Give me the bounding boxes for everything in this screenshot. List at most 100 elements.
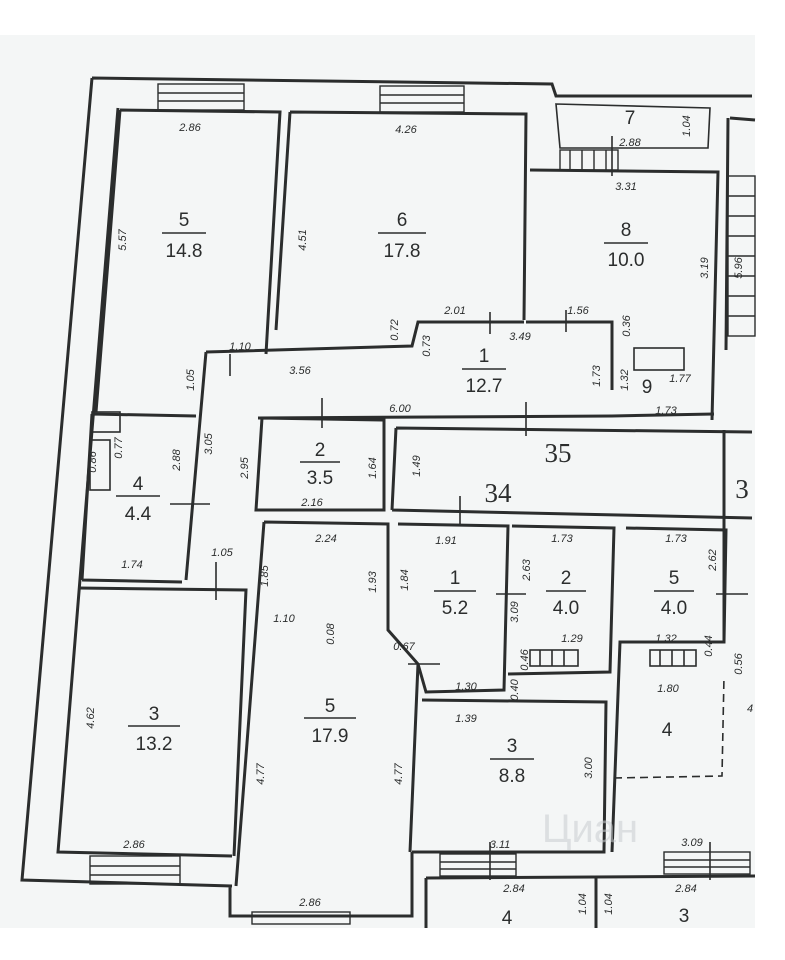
room-number: 3 [679, 906, 690, 927]
dimension-label: 1.05 [185, 368, 197, 390]
room-area: 4.4 [125, 504, 152, 525]
dimension-labels: 2.86 4.26 2.88 1.04 3.31 5.57 4.51 3.19 … [85, 115, 753, 914]
fixture-radiator-right [649, 649, 697, 667]
dimension-label: 4.77 [393, 762, 405, 784]
room-number: 4 [133, 474, 144, 495]
wall-room-2-small [254, 416, 386, 512]
dimension-label: 6.00 [389, 403, 411, 415]
dimension-label: 2.01 [443, 305, 465, 317]
watermark: Циан [542, 807, 638, 851]
dimension-label: 0.08 [325, 622, 337, 644]
dimension-label: 2.86 [178, 122, 201, 134]
fixture-shaft-2 [89, 439, 111, 491]
fixture-radiator-left [529, 649, 579, 667]
window-room-3-right [439, 853, 517, 877]
dimension-label: 1.85 [259, 564, 271, 586]
room-number: 4 [662, 720, 673, 741]
balcony-7-outline [555, 103, 711, 149]
dimension-label: 0.72 [389, 319, 401, 340]
wall-corridor-lower [257, 412, 715, 420]
room-area: 4.0 [661, 598, 687, 619]
window-room-5-lower [251, 911, 351, 925]
room-number: 2 [561, 568, 572, 589]
dimension-label: 1.56 [567, 305, 589, 317]
dimension-label: 3.00 [583, 756, 595, 778]
fixture-shaft-1 [91, 411, 121, 433]
window-room-4-right [663, 851, 751, 875]
room-number: 3 [149, 704, 160, 725]
room-number: 3 [507, 736, 518, 757]
dimension-label: 2.86 [298, 897, 321, 909]
dimension-label: 0.67 [393, 641, 415, 653]
dimension-label: 1.73 [591, 364, 603, 386]
dimension-label: 2.88 [618, 137, 641, 149]
dimension-label: 2.16 [300, 497, 323, 509]
apartment-labels: 35 34 3 [485, 438, 749, 508]
dimension-label: 2.88 [171, 448, 183, 471]
window-room-8 [559, 149, 619, 171]
wall-room-2-right [507, 524, 616, 676]
window-right-stair [727, 175, 756, 337]
dimension-label: 4.77 [255, 762, 267, 784]
room-number: 8 [621, 220, 632, 241]
dimension-label: 1.74 [121, 559, 142, 571]
wall-room-3 [77, 586, 248, 857]
dimension-label: 2.84 [502, 883, 524, 895]
fixtures [89, 136, 748, 880]
dimension-label: 1.84 [399, 569, 411, 590]
dimension-label: 2.95 [239, 456, 251, 479]
room-number: 9 [642, 377, 653, 398]
dimension-label: 1.73 [551, 533, 573, 545]
dimension-label: 0.36 [621, 314, 633, 336]
dimension-label: 3.49 [509, 331, 530, 343]
dimension-label: 1.49 [411, 455, 423, 476]
dimension-label: 0.40 [509, 678, 521, 700]
room-area: 10.0 [608, 250, 645, 271]
dimension-label: 1.32 [655, 633, 676, 645]
dimension-label: 3.19 [699, 257, 711, 278]
room-area: 8.8 [499, 766, 525, 787]
dimension-label: 0.56 [733, 652, 745, 674]
dimension-label: 2.84 [674, 883, 696, 895]
dimension-label: 1.10 [273, 613, 295, 625]
dimension-label: 1.91 [435, 535, 456, 547]
room-labels: 5 14.8 6 17.8 7 8 10.0 1 12.7 9 2 3.5 4 … [116, 108, 694, 929]
dimension-label: 1.73 [665, 533, 687, 545]
room-area: 13.2 [136, 734, 173, 755]
wall-room-4-dashed [613, 675, 725, 779]
room-number: 1 [479, 346, 490, 367]
wall-room-3-right [412, 698, 608, 854]
dimension-label: 3.56 [289, 365, 311, 377]
dimension-label: 1.73 [655, 405, 677, 417]
wall-room-5-right [610, 526, 728, 853]
dimension-label: 5.57 [117, 228, 129, 250]
dimension-label: 4.26 [395, 124, 417, 136]
dimension-label: 1.10 [229, 341, 251, 353]
room-number: 7 [625, 108, 636, 129]
room-area: 14.8 [166, 241, 203, 262]
dimension-label: 3.09 [681, 837, 702, 849]
dimension-label: 1.30 [455, 681, 477, 693]
wall-common-corridor [390, 426, 753, 520]
dimension-label: 2.86 [122, 839, 145, 851]
dimension-label: 1.04 [603, 893, 615, 914]
fixture-shaft-3 [633, 347, 685, 371]
inner-outline [56, 107, 233, 858]
dimension-label: 1.05 [211, 547, 233, 559]
room-area: 5.2 [442, 598, 468, 619]
dimension-label: 0.86 [87, 450, 99, 472]
room-number: 5 [325, 696, 336, 717]
room-number: 5 [669, 568, 680, 589]
wall-corridor-1 [184, 320, 524, 581]
dimension-label: 0.44 [703, 635, 715, 656]
dimension-label: 1.80 [657, 683, 679, 695]
wall-room-1-small [397, 522, 510, 694]
dimension-label: 1.29 [561, 633, 582, 645]
dimension-label: 3.05 [203, 432, 215, 454]
dimension-label: 3.11 [490, 839, 511, 851]
dimension-label: 1.39 [455, 713, 476, 725]
room-area: 17.9 [312, 726, 349, 747]
window-room-5 [157, 83, 245, 111]
dimension-label: 1.77 [669, 373, 691, 385]
